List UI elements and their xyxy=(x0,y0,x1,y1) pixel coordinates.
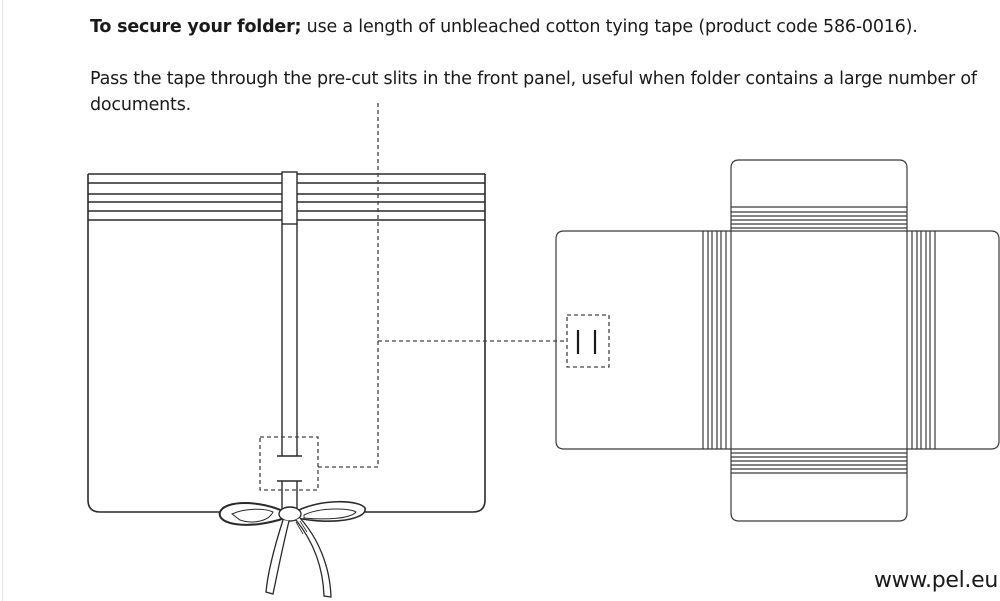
top-flap-crease-lines xyxy=(731,206,907,229)
top-flap xyxy=(730,159,908,231)
tape-bow xyxy=(218,500,366,598)
pre-cut-slits xyxy=(566,314,610,368)
right-panel xyxy=(907,230,1000,450)
heading-body-text: use a length of unbleached cotton tying … xyxy=(301,17,918,37)
tape-slot-highlight-box xyxy=(259,436,319,491)
bottom-flap xyxy=(730,449,908,522)
page-edge-line xyxy=(2,0,3,601)
left-panel xyxy=(555,230,731,450)
instruction-paragraph: Pass the tape through the pre-cut slits … xyxy=(90,69,977,115)
closed-folder-figure xyxy=(87,171,486,598)
unfolded-folder-net xyxy=(555,159,1000,522)
slit-callout-leader xyxy=(259,100,566,491)
right-crease-lines xyxy=(906,231,936,449)
left-crease-lines xyxy=(702,231,732,449)
website-url: www.pel.eu xyxy=(873,568,998,593)
tape-strap xyxy=(277,171,302,510)
heading-bold-text: To secure your folder; xyxy=(90,17,302,37)
bottom-flap-crease-lines xyxy=(731,452,907,474)
slits-highlight-box xyxy=(566,314,610,368)
instruction-heading: To secure your folder; use a length of u… xyxy=(90,14,918,40)
